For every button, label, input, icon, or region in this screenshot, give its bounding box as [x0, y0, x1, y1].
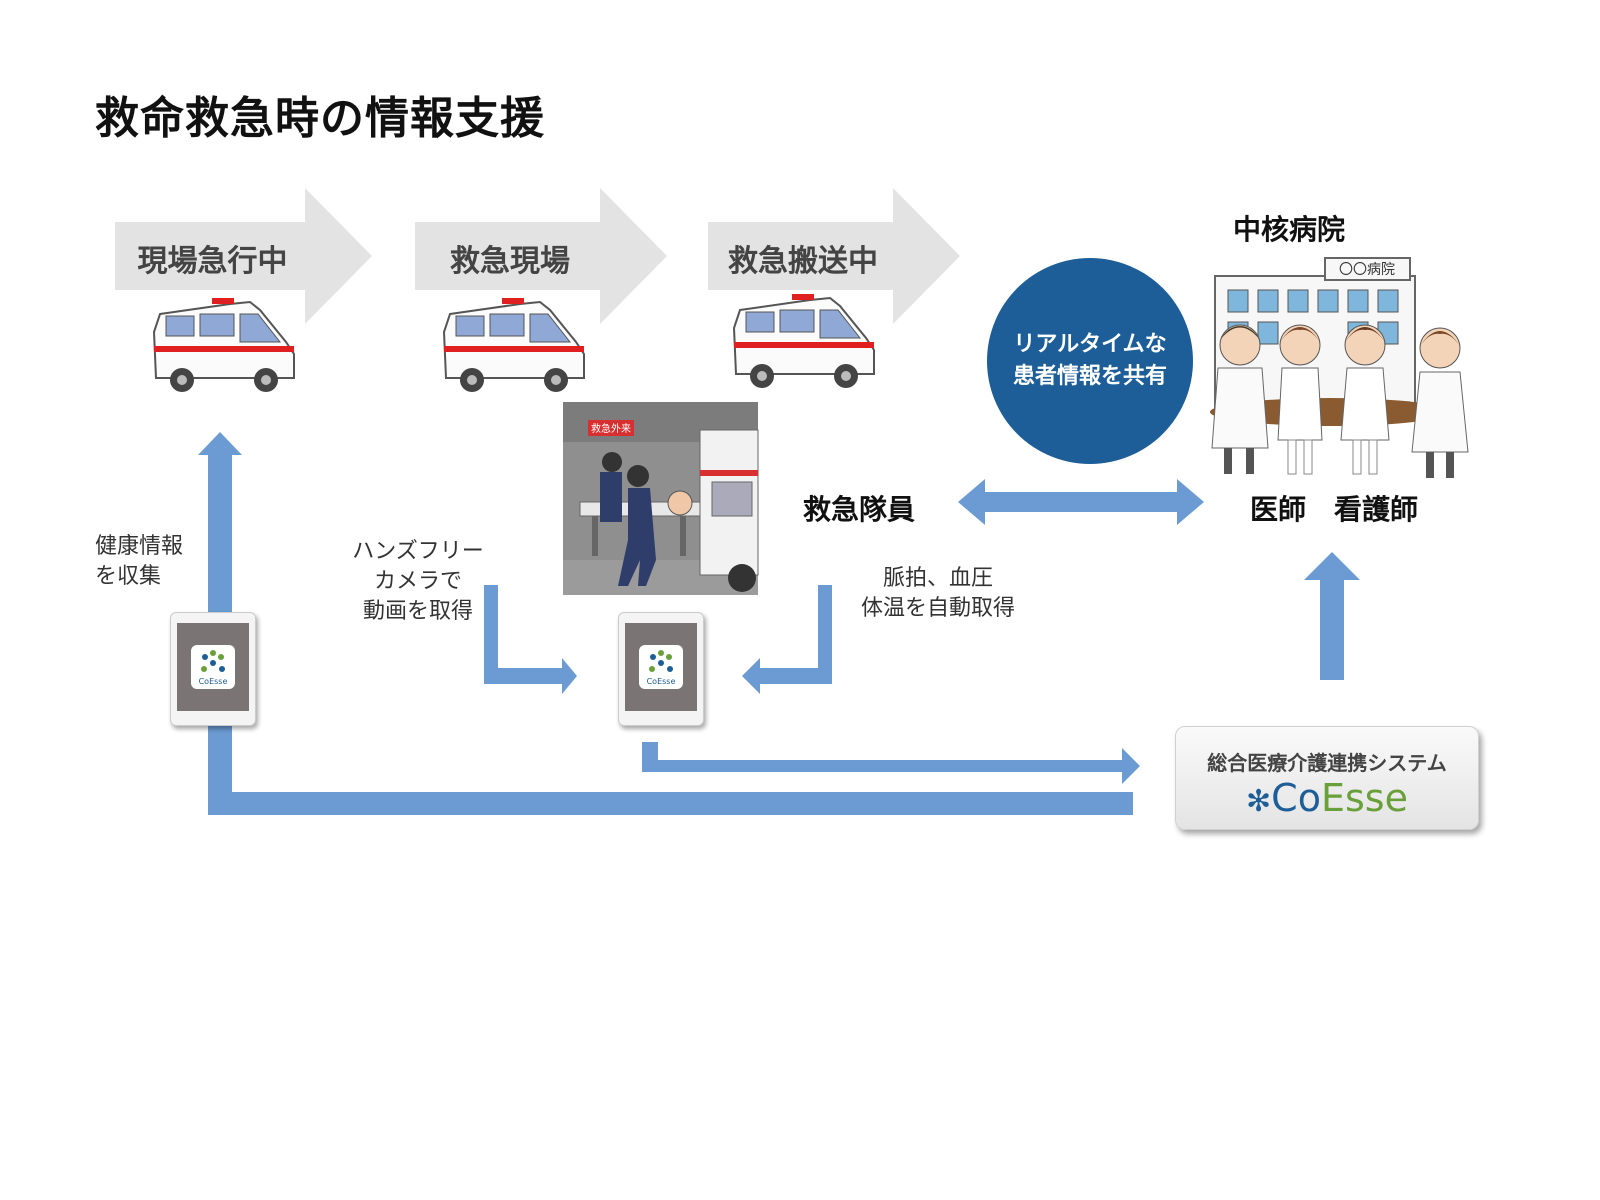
flow-arrow-bidirectional: [958, 479, 1204, 525]
network-logo-icon: ✻: [1246, 784, 1272, 819]
hospital-title: 中核病院: [1233, 213, 1346, 246]
tablet-device: CoEsse: [170, 612, 256, 726]
staff-label: 医師 看護師: [1250, 493, 1419, 526]
flow-arrow-camera: [484, 585, 577, 694]
stage-label-3: 救急搬送中: [728, 244, 878, 279]
network-logo-icon: [649, 650, 673, 672]
network-logo-icon: [201, 650, 225, 672]
tablet-screen: CoEsse: [625, 623, 697, 711]
stage-label-1: 現場急行中: [137, 244, 288, 279]
system-brand-logo: ✻CoEsse: [1246, 776, 1408, 820]
annotation-health: 健康情報 を収集: [95, 534, 184, 589]
doctor-icon: [1211, 324, 1269, 474]
coesse-app-icon[interactable]: CoEsse: [191, 645, 235, 689]
app-name: CoEsse: [198, 677, 228, 686]
flow-bar-bottom: [208, 792, 1133, 815]
coesse-system-box: 総合医療介護連携システム ✻CoEsse: [1175, 726, 1479, 830]
emergency-scene-illustration: [563, 402, 759, 595]
badge-line-1: リアルタイムな: [1013, 332, 1167, 357]
stage-arrow-2: [415, 188, 667, 324]
doctor-icon: [1411, 327, 1469, 478]
flow-arrow-to-system: [642, 742, 1140, 784]
realtime-share-badge: リアルタイムな 患者情報を共有: [987, 258, 1193, 464]
ambulance-icon: [442, 298, 585, 392]
system-name: 総合医療介護連携システム: [1207, 751, 1447, 775]
hospital-sign: 〇〇病院: [1339, 262, 1395, 278]
ambulance-icon: [152, 298, 295, 392]
stage-label-2: 救急現場: [450, 244, 570, 279]
scene-sign: 救急外来: [591, 422, 631, 435]
stage-arrow-3: [708, 188, 960, 324]
ambulance-icon: [732, 294, 875, 388]
nurse-icon: [1340, 324, 1390, 475]
annotation-camera: ハンズフリー カメラで 動画を取得: [352, 539, 484, 624]
app-name: CoEsse: [646, 677, 676, 686]
emt-label: 救急隊員: [803, 493, 916, 526]
tablet-screen: CoEsse: [177, 623, 249, 711]
stage-arrow-1: [115, 188, 372, 324]
flow-arrow-up-right: [1304, 552, 1360, 680]
page-title: 救命救急時の情報支援: [95, 93, 545, 144]
tablet-device: CoEsse: [618, 612, 704, 726]
flow-arrow-vitals: [742, 585, 832, 694]
nurse-icon: [1277, 324, 1323, 475]
annotation-vitals: 脈拍、血圧 体温を自動取得: [860, 566, 1015, 621]
badge-line-2: 患者情報を共有: [1012, 364, 1167, 389]
coesse-app-icon[interactable]: CoEsse: [639, 645, 683, 689]
